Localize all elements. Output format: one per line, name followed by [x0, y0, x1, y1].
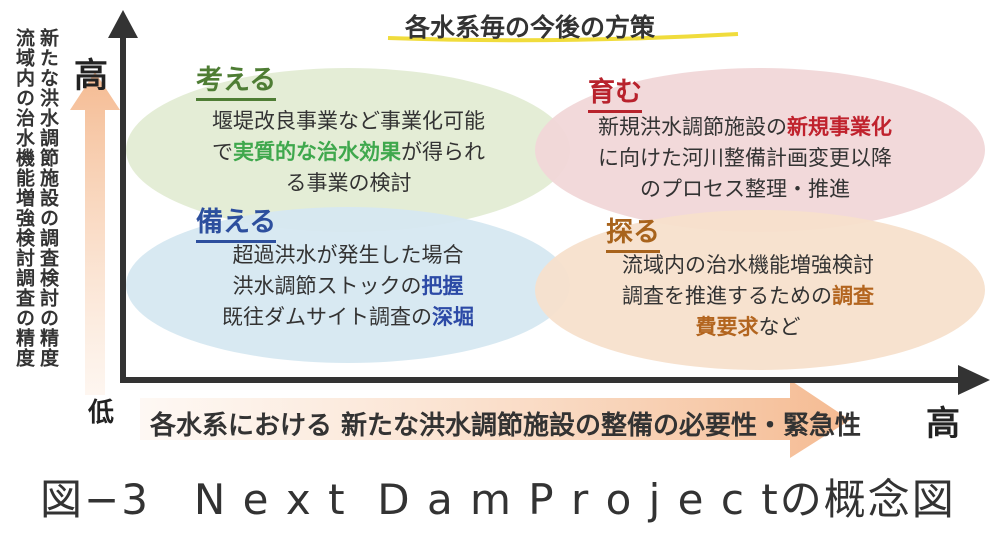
ellipse-kangaeru [126, 68, 570, 232]
ellipse-sodatsu [535, 68, 985, 232]
saguru-line2: 調査を推進するための調査 [622, 281, 874, 312]
quadrant-kangaeru-label: 考える [196, 58, 277, 101]
kangaeru-line1: 堰堤改良事業など事業化可能 [212, 109, 485, 133]
sonaeru-label-text: 備える [196, 207, 277, 238]
quadrant-sonaeru-label: 備える [196, 200, 277, 243]
x-axis-label: 各水系における 新たな洪水調節施設の整備の必要性・緊急性 [150, 411, 862, 441]
quadrant-saguru-label: 探る [606, 210, 660, 253]
saguru-line2-highlight: 調査 [832, 284, 874, 308]
figure-caption: 図−3 N e x t D a m P r o j e c tの概念図 [40, 475, 956, 524]
title-underline [387, 32, 739, 43]
kangaeru-label-underline [196, 98, 277, 101]
sodatsu-line1-highlight: 新規事業化 [787, 115, 892, 139]
sonaeru-line2-highlight: 把握 [421, 274, 464, 298]
sonaeru-line2-pre: 洪水調節ストックの [232, 274, 422, 298]
sodatsu-line1-pre: 新規洪水調節施設の [598, 115, 787, 139]
ellipse-sonaeru [126, 207, 570, 363]
saguru-line3-highlight: 費要求 [695, 315, 759, 339]
y-axis-label-col2: 流域内の治水機能増強検討調査の精度 [13, 28, 35, 368]
quadrant-sodatsu-text: 新規洪水調節施設の新規事業化 に向けた河川整備計画変更以降 のプロセス整理・推進 [598, 112, 892, 205]
sodatsu-line3: のプロセス整理・推進 [640, 177, 850, 201]
kangaeru-line2-pre: で [212, 140, 233, 164]
quadrant-sodatsu-label: 育む [588, 70, 642, 113]
saguru-label-text: 探る [606, 217, 660, 248]
sodatsu-line2: に向けた河川整備計画変更以降 [598, 146, 892, 170]
horizontal-gradient-arrow [140, 380, 850, 458]
diagram-title: 各水系毎の今後の方策 [405, 8, 655, 44]
kangaeru-label-text: 考える [196, 65, 277, 96]
sonaeru-label-underline [196, 240, 277, 243]
y-axis-low-label: 低 [88, 398, 115, 428]
y-axis-arrowhead [108, 10, 138, 38]
sodatsu-label-underline [588, 110, 642, 113]
sonaeru-line3-pre: 既往ダムサイト調査の [222, 305, 432, 329]
kangaeru-line2: で実質的な治水効果が得られ [212, 137, 485, 168]
saguru-label-underline [606, 250, 660, 253]
y-axis-high-label: 高 [74, 56, 108, 96]
saguru-line3-post: など [758, 315, 801, 339]
saguru-line2-pre: 調査を推進するための [622, 284, 832, 308]
kangaeru-line2-highlight: 実質的な治水効果 [233, 140, 401, 164]
sonaeru-line3-highlight: 深堀 [432, 305, 474, 329]
x-axis-high-label: 高 [926, 404, 960, 444]
quadrant-saguru-text: 流域内の治水機能増強検討 調査を推進するための調査 費要求など [622, 250, 874, 343]
saguru-line1: 流域内の治水機能増強検討 [622, 253, 874, 277]
y-axis-label-col1: 新たな洪水調節施設の調査検討の精度 [37, 28, 59, 368]
kangaeru-line3: る事業の検討 [285, 171, 412, 195]
sonaeru-line1: 超過洪水が発生した場合 [232, 243, 464, 267]
quadrant-sonaeru-text: 超過洪水が発生した場合 洪水調節ストックの把握 既往ダムサイト調査の深堀 [222, 240, 474, 333]
vertical-gradient-arrow [70, 72, 120, 395]
sonaeru-line3: 既往ダムサイト調査の深堀 [222, 302, 474, 333]
sodatsu-line1: 新規洪水調節施設の新規事業化 [598, 112, 892, 143]
sonaeru-line2: 洪水調節ストックの把握 [222, 271, 474, 302]
diagram-title-text: 各水系毎の今後の方策 [405, 13, 656, 42]
kangaeru-line2-post: が得られ [401, 140, 485, 164]
saguru-line3: 費要求など [622, 312, 874, 343]
sodatsu-label-text: 育む [588, 77, 642, 108]
x-axis-arrowhead [958, 365, 990, 395]
quadrant-kangaeru-text: 堰堤改良事業など事業化可能 で実質的な治水効果が得られ る事業の検討 [212, 106, 485, 199]
